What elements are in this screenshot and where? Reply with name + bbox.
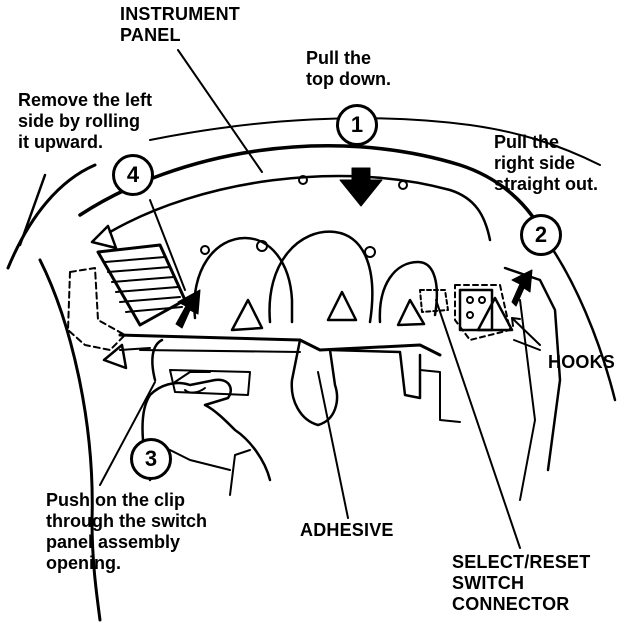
vent-slat-4 [115, 286, 179, 293]
label-hooks: HOOKS [548, 352, 615, 373]
panel-lower-edge [118, 333, 442, 357]
gauge-center [268, 230, 374, 324]
clip-triangle-6 [102, 343, 128, 370]
gauge-right [378, 260, 439, 324]
lower-dash-right [419, 369, 461, 423]
gauge-screw-3 [200, 245, 210, 255]
vent-slat-6 [125, 306, 183, 313]
wrist-line [229, 454, 236, 496]
vent-slat-2 [107, 266, 171, 273]
switch-2 [478, 296, 486, 304]
label-line: Push on the clip [46, 490, 186, 510]
console-line [119, 347, 151, 351]
step-number-4: 4 [112, 154, 154, 196]
dash-top-inner [108, 174, 492, 242]
arrow-step1-down [339, 167, 383, 207]
gauge-screw-2 [364, 246, 376, 258]
label-line: straight out. [494, 174, 598, 194]
label-line: ADHESIVE [300, 520, 394, 540]
switch-panel-outline [454, 284, 511, 341]
label-adhesive: ADHESIVE [300, 520, 394, 541]
floor-line-1 [234, 449, 251, 456]
label-step3: Push on the clip through the switch pane… [46, 490, 207, 574]
label-connector: SELECT/RESET SWITCH CONNECTOR [452, 552, 590, 615]
gauge-screw-5 [398, 180, 408, 190]
label-step4: Remove the left side by rolling it upwar… [18, 90, 152, 153]
leader-hooks-1 [511, 317, 541, 346]
clip-triangle-1 [90, 224, 118, 250]
label-step1: Pull the top down. [306, 48, 391, 90]
left-door-curve [38, 258, 102, 622]
connector-outline [419, 289, 449, 313]
hand-finger-2 [174, 371, 211, 383]
leader-step3 [99, 381, 156, 486]
label-step2: Pull the right side straight out. [494, 132, 598, 195]
label-line: top down. [306, 69, 391, 89]
label-line: SELECT/RESET [452, 552, 591, 572]
label-line: through the switch [46, 511, 207, 531]
switch-3 [466, 311, 474, 319]
vent-slat-3 [111, 276, 175, 283]
label-line: CONNECTOR [452, 594, 570, 614]
arrow-step4-up [175, 289, 201, 329]
a-pillar-line [18, 173, 47, 247]
switch-opening [169, 369, 251, 396]
clip-triangle-4 [396, 298, 426, 327]
removed-panel-outline [67, 267, 126, 351]
hand-outline [141, 378, 272, 482]
steering-column [290, 338, 339, 427]
gauge-screw-4 [298, 175, 308, 185]
step-number-1: 1 [336, 104, 378, 146]
step-number-3: 3 [130, 438, 172, 480]
clip-triangle-3 [326, 290, 358, 322]
arrow-step2-out [511, 269, 533, 307]
vent-slat-5 [119, 296, 181, 303]
leader-adhesive [317, 371, 349, 519]
knee-bolster [328, 348, 422, 400]
right-panel-line [519, 299, 536, 501]
clip-triangle-2 [230, 298, 264, 332]
label-line: opening. [46, 553, 121, 573]
label-line: HOOKS [548, 352, 616, 372]
label-line: INSTRUMENT [120, 4, 240, 24]
leader-step4 [149, 199, 186, 291]
label-line: panel assembly [46, 532, 181, 552]
windshield-base [149, 117, 601, 166]
gauge-screw-1 [256, 240, 268, 252]
panel-lower-edge-2 [139, 349, 301, 353]
dash-top-outer [78, 143, 547, 240]
label-line: Pull the [494, 132, 560, 152]
vent-slat-1 [104, 256, 166, 263]
label-line: side by rolling [18, 111, 141, 131]
switch-panel [458, 288, 494, 332]
right-pillar [543, 236, 617, 402]
label-line: PANEL [120, 25, 181, 45]
label-instrument-panel: INSTRUMENT PANEL [120, 4, 240, 46]
switch-1 [466, 296, 474, 304]
leader-instrument-panel [177, 49, 263, 173]
leader-connector [435, 299, 521, 549]
hand-finger-1 [151, 338, 164, 382]
label-line: right side [494, 153, 576, 173]
label-line: Remove the left [18, 90, 153, 110]
leader-hooks-2 [513, 339, 541, 351]
label-line: Pull the [306, 48, 372, 68]
clip-triangle-5 [476, 296, 514, 332]
windshield-edge [6, 163, 97, 270]
label-line: SWITCH [452, 573, 525, 593]
label-line: it upward. [18, 132, 103, 152]
gauge-left [193, 236, 294, 324]
leader-hooks-arrow-1 [511, 317, 521, 327]
step-number-2: 2 [520, 214, 562, 256]
